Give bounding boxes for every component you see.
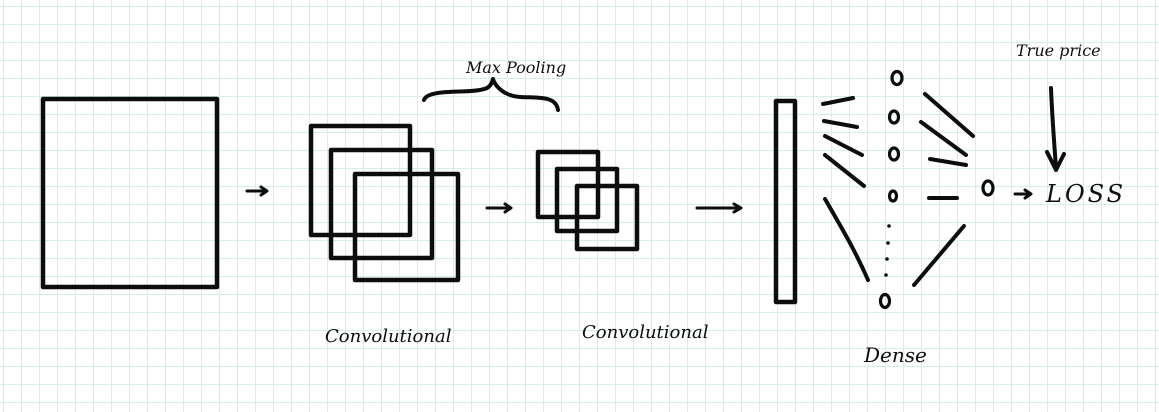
dense-node <box>887 146 901 162</box>
label-dense: Dense <box>863 343 927 367</box>
flatten-to-dense-connections <box>821 96 870 282</box>
ellipsis-dots <box>884 224 891 277</box>
dense-node <box>887 189 899 203</box>
conv-block-1 <box>308 123 461 283</box>
dense-to-output-connections <box>912 92 975 287</box>
feature-map-1a <box>308 123 413 238</box>
arrow-conv-to-pool <box>485 202 513 214</box>
dense-node <box>887 109 901 125</box>
feature-map-1b <box>328 147 435 261</box>
label-max-pooling: Max Pooling <box>465 58 566 77</box>
label-loss: LOSS <box>1045 180 1126 208</box>
arrow-input-to-conv <box>245 185 269 197</box>
dense-layer-nodes <box>878 69 904 310</box>
label-conv-1: Convolutional <box>325 326 452 347</box>
arrow-output-to-loss <box>1013 188 1033 200</box>
label-true-price: True price <box>1016 41 1101 60</box>
output-node <box>981 179 995 197</box>
conv-block-2 <box>535 149 640 252</box>
input-image-square <box>40 96 220 290</box>
feature-map-2c <box>574 183 640 252</box>
pooling-brace <box>422 77 560 112</box>
flatten-vector-bar <box>773 98 798 305</box>
dense-node <box>878 292 892 310</box>
label-conv-2: Convolutional <box>582 322 709 343</box>
dense-node <box>890 69 904 87</box>
arrow-pool-to-flatten <box>695 202 743 214</box>
arrow-true-price-to-loss <box>1045 86 1066 172</box>
feature-map-2b <box>554 166 620 234</box>
feature-map-1c <box>352 171 461 283</box>
